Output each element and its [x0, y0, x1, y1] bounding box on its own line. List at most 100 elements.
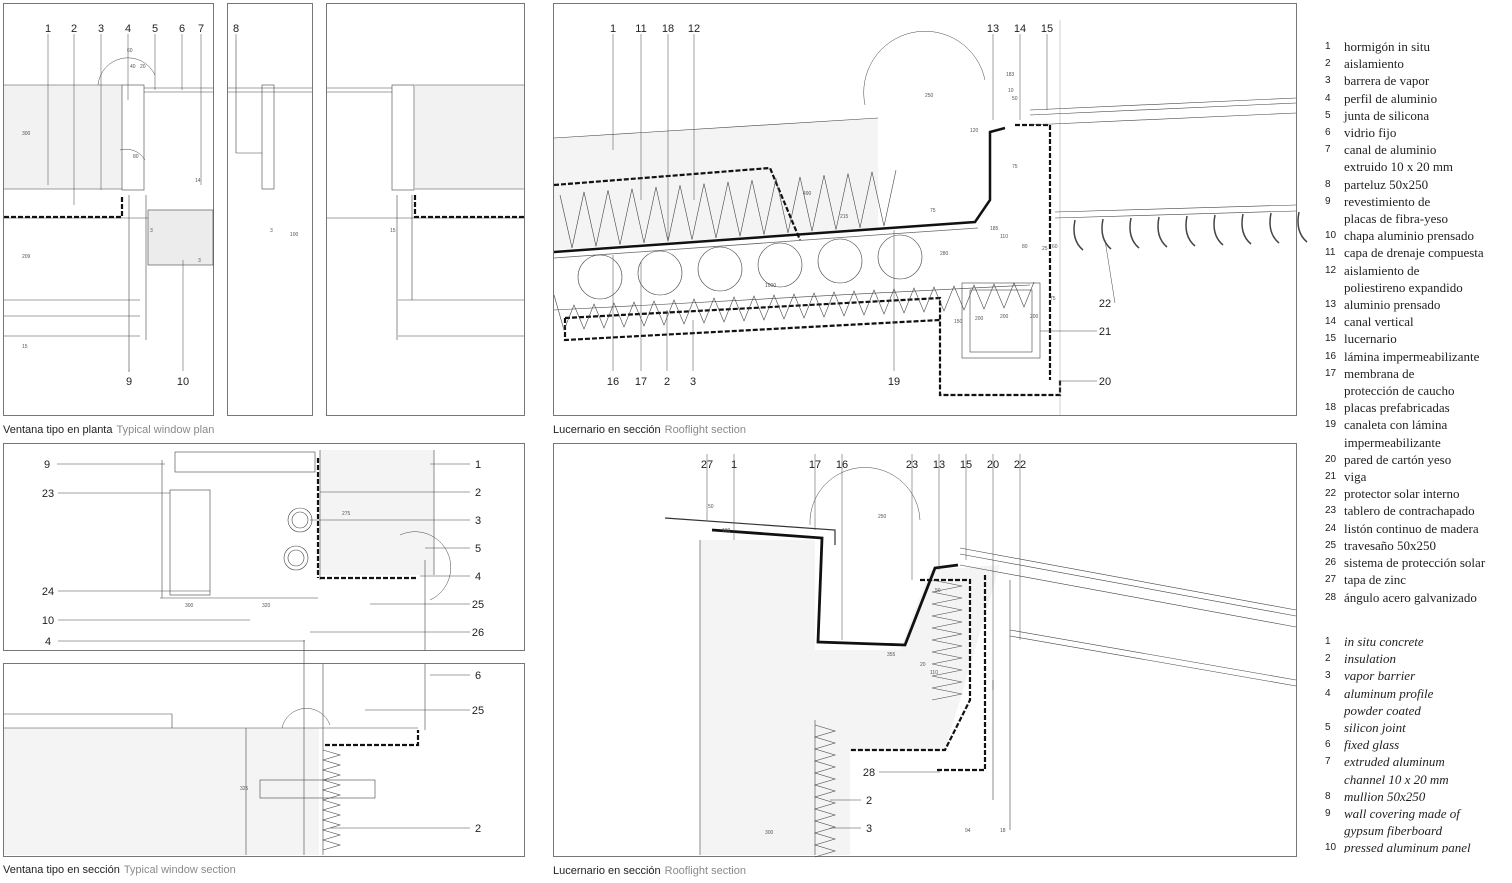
legend-text: vidrio fijo [1344, 125, 1397, 141]
dimension-label: 18 [1000, 828, 1006, 834]
dimension-label: 75 [1012, 164, 1018, 170]
dimension-label: 100 [290, 232, 299, 238]
callout-number: 2 [664, 376, 670, 388]
legend-number: 11 [1325, 247, 1336, 259]
dimension-label: 110 [930, 670, 938, 676]
legend-text: pressed aluminum panel [1344, 840, 1471, 853]
insulation-hatch [553, 281, 1035, 331]
dimension-label: 250 [878, 514, 887, 520]
callout-number: 15 [1041, 23, 1053, 35]
dimension-label: 50 [1012, 96, 1018, 102]
callout-number: 2 [475, 487, 481, 499]
callout-number: 4 [45, 636, 51, 648]
callout-number: 10 [177, 376, 189, 388]
callout-number: 1 [475, 459, 481, 471]
legend-text: canal de aluminio extruido 10 x 20 mm [1344, 142, 1454, 175]
plan-drawing [4, 40, 524, 372]
callout-number: 2 [71, 23, 77, 35]
callout-number: 20 [1099, 376, 1111, 388]
legend-item: 2 aislamiento [1322, 55, 1485, 72]
legend-number: 2 [1325, 653, 1331, 665]
callout-number: 17 [635, 376, 647, 388]
legend-number: 23 [1325, 505, 1337, 517]
legend-text: lucernario [1344, 331, 1397, 347]
insulation-hatch [321, 749, 342, 851]
dimension-label: 50 [708, 504, 714, 510]
legend-text: aislamiento [1344, 56, 1404, 72]
callout-number: 7 [198, 23, 204, 35]
legend-number: 4 [1325, 687, 1331, 699]
legend-item: 23 tablero de contrachapado [1322, 502, 1485, 519]
dimension-label: 80 [1022, 244, 1028, 250]
legend-number: 16 [1325, 350, 1337, 362]
legend-number: 26 [1325, 557, 1337, 569]
callout-number: 28 [863, 767, 875, 779]
callout-number: 9 [126, 376, 132, 388]
dimension-label: 60 [127, 48, 133, 54]
legend-text: pared de cartón yeso [1344, 451, 1452, 467]
legend-number: 14 [1325, 316, 1337, 328]
prefab-void-circle [637, 250, 683, 296]
legend-number: 13 [1325, 299, 1337, 311]
dimension-label: 20 [140, 64, 146, 70]
callout-number: 1 [731, 459, 737, 471]
legend-text: placas prefabricadas [1344, 400, 1450, 416]
callout-number: 16 [836, 459, 848, 471]
callout-number: 5 [152, 23, 158, 35]
legend-text: vapor barrier [1344, 668, 1416, 684]
dimension-label: 200 [975, 316, 984, 322]
legend-number: 24 [1325, 522, 1337, 534]
callout-number: 24 [42, 586, 54, 598]
legend-number: 12 [1325, 264, 1337, 276]
callout-number: 16 [607, 376, 619, 388]
sun-louver [1157, 216, 1168, 248]
dimension-label: 14 [195, 178, 201, 184]
dimension-label: 3 [270, 228, 273, 234]
callout-number: 2 [866, 795, 872, 807]
sun-louver [1129, 217, 1140, 249]
legend-number: 6 [1325, 127, 1331, 139]
prefab-void-circle [757, 242, 803, 288]
caption-es: Lucernario en sección [553, 865, 661, 877]
plan-panel-left [3, 3, 214, 416]
dimension-label: 355 [887, 652, 896, 658]
window-section-drawing [4, 450, 452, 855]
legend-number: 9 [1325, 808, 1331, 820]
window-section-panel-top [3, 443, 525, 651]
callout-number: 25 [472, 599, 484, 611]
prefab-void-circle [817, 238, 863, 284]
callout-number: 5 [475, 543, 481, 555]
legend-item: 26 sistema de protección solar [1322, 554, 1485, 571]
legend-number: 18 [1325, 402, 1337, 414]
prefab-void-circle [577, 254, 623, 300]
dimension-label: 40 [130, 64, 136, 70]
legend-number: 8 [1325, 178, 1331, 190]
dimension-label: 183 [1006, 72, 1015, 78]
insulation-hatch [813, 724, 837, 858]
legend-number: 7 [1325, 756, 1331, 768]
legend-text: canaleta con lámina impermeabilizante [1344, 417, 1448, 450]
legend-text: sistema de protección solar [1344, 555, 1486, 571]
legend-number: 2 [1325, 58, 1331, 70]
legend-text: tablero de contrachapado [1344, 503, 1475, 519]
dimension-label: 325 [240, 786, 249, 792]
